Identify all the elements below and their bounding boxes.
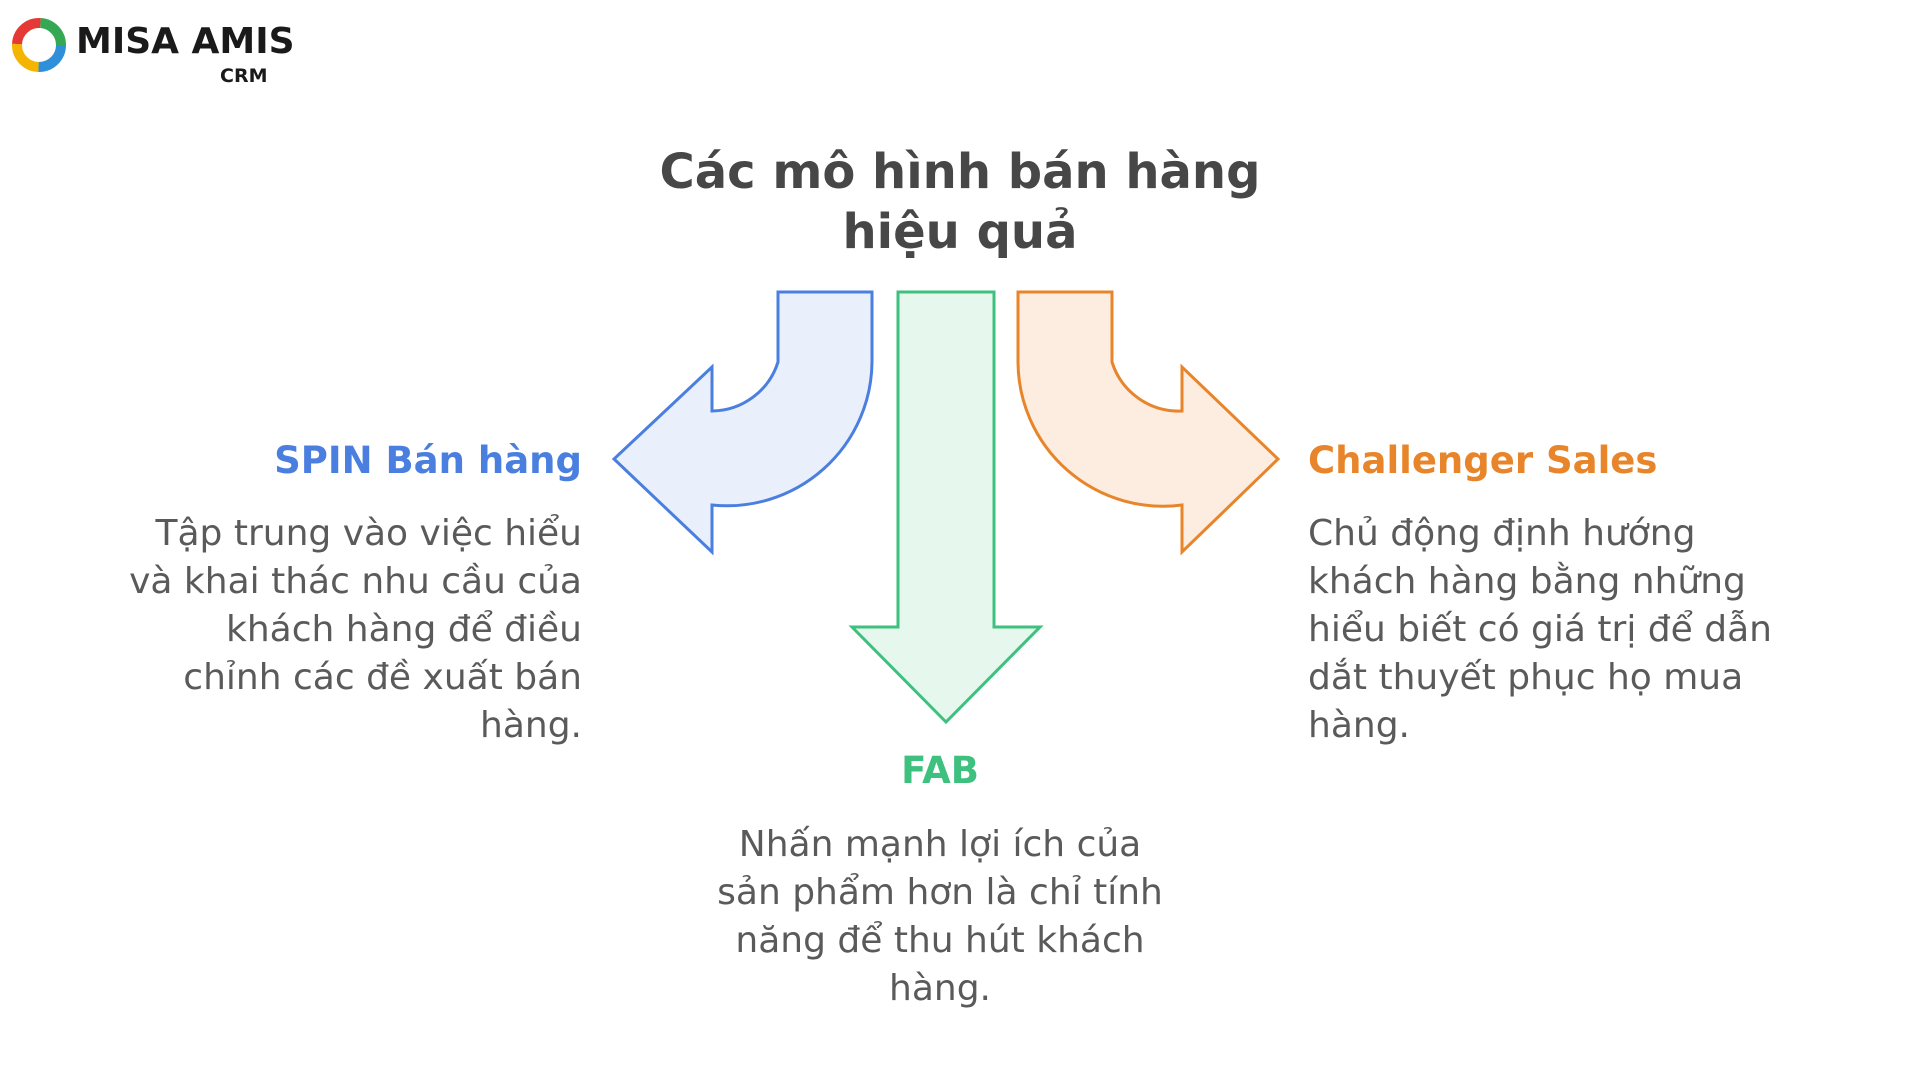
fab-heading: FAB bbox=[901, 749, 979, 792]
spin-arrow bbox=[611, 290, 874, 556]
spin-desc-line: chỉnh các đề xuất bán bbox=[183, 657, 582, 698]
fab-desc-line: hàng. bbox=[889, 968, 991, 1009]
challenger-desc-line: Chủ động định hướng bbox=[1308, 513, 1696, 554]
fab-arrow bbox=[848, 290, 1044, 725]
challenger-desc-line: hàng. bbox=[1308, 705, 1410, 746]
spin-desc-line: khách hàng để điều bbox=[225, 609, 582, 650]
spin-description: Tập trung vào việc hiểu và khai thác nhu… bbox=[129, 510, 582, 750]
fab-desc-line: Nhấn mạnh lợi ích của bbox=[738, 824, 1142, 865]
challenger-arrow bbox=[1016, 290, 1281, 556]
challenger-desc-line: dắt thuyết phục họ mua bbox=[1308, 657, 1744, 698]
misa-logo-icon bbox=[12, 18, 66, 72]
title-line-1: Các mô hình bán hàng bbox=[659, 144, 1261, 200]
challenger-description: Chủ động định hướng khách hàng bằng nhữn… bbox=[1308, 510, 1772, 750]
misa-amis-logo: MISA AMIS CRM bbox=[10, 16, 295, 91]
title-line-2: hiệu quả bbox=[842, 204, 1078, 260]
spin-desc-line: và khai thác nhu cầu của bbox=[129, 561, 582, 602]
spin-desc-line: Tập trung vào việc hiểu bbox=[155, 513, 583, 554]
spin-heading: SPIN Bán hàng bbox=[274, 439, 582, 482]
fab-description: Nhấn mạnh lợi ích của sản phẩm hơn là ch… bbox=[640, 821, 1240, 1013]
logo-wordmark: MISA AMIS bbox=[76, 21, 295, 62]
diagram-title: Các mô hình bán hàng hiệu quả bbox=[620, 142, 1300, 262]
logo-subtitle: CRM bbox=[220, 65, 268, 87]
challenger-desc-line: hiểu biết có giá trị để dẫn bbox=[1308, 609, 1772, 650]
challenger-desc-line: khách hàng bằng những bbox=[1308, 561, 1746, 602]
fab-desc-line: năng để thu hút khách bbox=[735, 920, 1145, 961]
spin-desc-line: hàng. bbox=[480, 705, 582, 746]
fab-desc-line: sản phẩm hơn là chỉ tính bbox=[717, 872, 1163, 913]
challenger-heading: Challenger Sales bbox=[1308, 439, 1658, 482]
